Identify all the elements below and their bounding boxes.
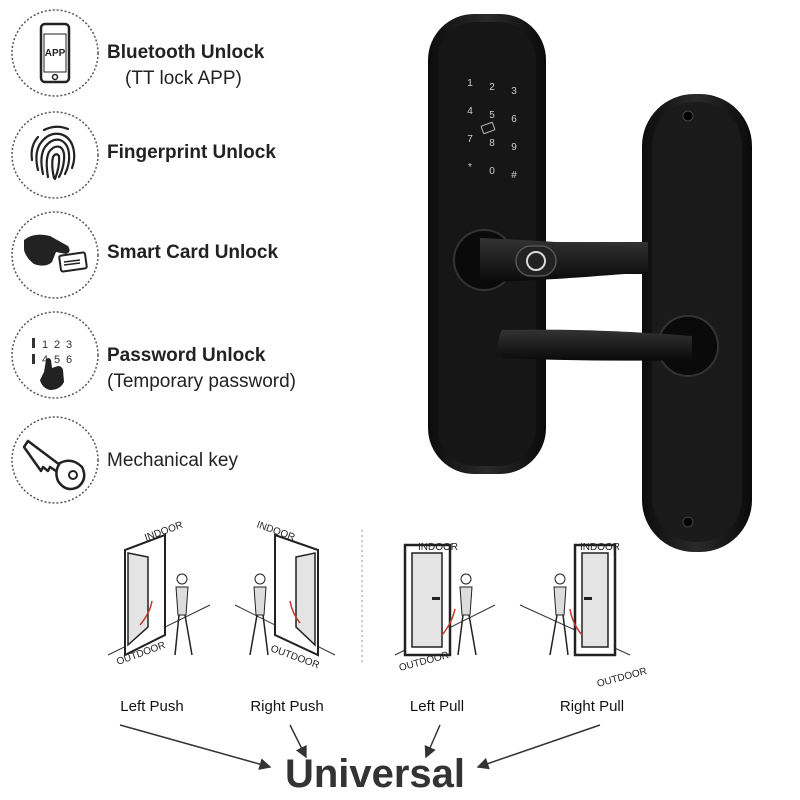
- door-diagram-right-push: INDOOR OUTDOOR: [234, 519, 336, 671]
- fingerprint-sensor-ring: [526, 251, 546, 271]
- keypad-key[interactable]: *: [468, 162, 472, 173]
- feature-smart-card: Smart Card Unlock: [107, 240, 278, 266]
- keypad-key[interactable]: 0: [489, 166, 495, 177]
- keypad-key[interactable]: 3: [511, 86, 517, 97]
- app-label: APP: [45, 48, 66, 59]
- feature-title: Password Unlock: [107, 345, 266, 366]
- feature-subtitle: Mechanical key: [107, 450, 238, 471]
- lower-lever[interactable]: [498, 329, 692, 361]
- keypad-key[interactable]: 9: [511, 142, 517, 153]
- indoor-label: INDOOR: [418, 542, 458, 553]
- indoor-label: INDOOR: [580, 542, 620, 553]
- smart-card-icon: [11, 211, 99, 299]
- phone-app-icon: APP: [11, 9, 99, 97]
- keypad-digit: 1: [42, 339, 48, 351]
- feature-title: Smart Card Unlock: [107, 242, 279, 263]
- door-direction-diagrams: INDOOR OUTDOOR INDOOR OUTDOOR INDOOR: [107, 519, 648, 690]
- key-icon: [11, 416, 99, 504]
- feature-subtitle: (TT lock APP): [125, 68, 242, 89]
- feature-bluetooth: Bluetooth Unlock (TT lock APP): [107, 40, 264, 92]
- fingerprint-feature-badge: [10, 110, 100, 200]
- keypad-key[interactable]: 5: [489, 110, 495, 121]
- mode-label-right-push: Right Push: [250, 698, 324, 715]
- feature-title: Fingerprint Unlock: [107, 142, 276, 163]
- outdoor-label: OUTDOOR: [596, 666, 648, 690]
- card-reader-icon: [480, 121, 496, 135]
- password-feature-badge: 1 2 3 4 5 6: [10, 310, 100, 400]
- feature-subtitle: (Temporary password): [107, 371, 296, 392]
- door-diagram-left-pull: INDOOR OUTDOOR: [394, 542, 496, 674]
- feature-password: Password Unlock (Temporary password): [107, 343, 296, 395]
- smart-lock-image: 1 2 3 4 5 6 7 8 9 * 0 #: [428, 14, 752, 552]
- touch-keypad[interactable]: 1 2 3 4 5 6 7 8 9 * 0 #: [467, 78, 517, 181]
- keypad-digit: 5: [54, 354, 60, 366]
- keypad-digit: 3: [66, 339, 72, 351]
- smart-card-feature-badge: [10, 210, 100, 300]
- feature-title: Bluetooth Unlock: [107, 42, 265, 63]
- keypad-key[interactable]: 7: [467, 134, 473, 145]
- keypad-digit: 6: [66, 354, 72, 366]
- convergence-arrows: [119, 724, 601, 770]
- mode-label-right-pull: Right Pull: [559, 698, 625, 715]
- keypad-key[interactable]: 6: [511, 114, 517, 125]
- bluetooth-feature-badge: APP: [10, 8, 100, 98]
- mode-label-left-push: Left Push: [120, 698, 184, 715]
- keypad-digit: 2: [54, 339, 60, 351]
- keypad-key[interactable]: 2: [489, 82, 495, 93]
- door-diagram-right-pull: INDOOR OUTDOOR: [519, 542, 648, 690]
- door-diagram-left-push: INDOOR OUTDOOR: [107, 520, 211, 668]
- fingerprint-icon: [11, 111, 99, 199]
- keypad-icon: 1 2 3 4 5 6: [11, 311, 99, 399]
- universal-heading: Universal: [284, 752, 466, 796]
- fingerprint-sensor[interactable]: [515, 245, 557, 277]
- keypad-key[interactable]: 4: [467, 106, 473, 117]
- feature-mechanical-key: Mechanical key: [107, 448, 238, 474]
- mechanical-key-feature-badge: [10, 415, 100, 505]
- keypad-digit: 4: [42, 354, 48, 366]
- feature-fingerprint: Fingerprint Unlock: [107, 140, 276, 166]
- keypad-key[interactable]: 1: [467, 78, 473, 89]
- keypad-key[interactable]: 8: [489, 138, 495, 149]
- mode-label-left-pull: Left Pull: [409, 698, 465, 715]
- keypad-key[interactable]: #: [511, 170, 517, 181]
